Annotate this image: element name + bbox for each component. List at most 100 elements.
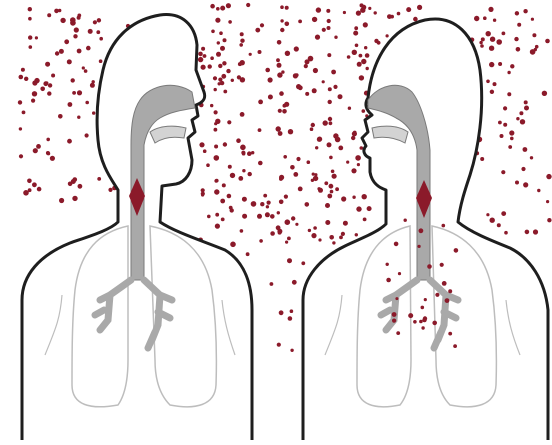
particle-dot [298, 20, 302, 24]
particle-dot [215, 18, 220, 23]
particle-dot [221, 74, 226, 79]
particle-dot [352, 131, 357, 136]
particle-dot [208, 64, 212, 68]
particle-dot [311, 179, 314, 182]
particle-dot [249, 53, 252, 56]
particle-dot [216, 52, 221, 57]
particle-dot [520, 119, 525, 124]
particle-dot [236, 138, 241, 143]
particle-dot [363, 218, 367, 222]
lung-particle-dot [404, 219, 407, 222]
particle-dot [265, 212, 270, 217]
particle-dot [325, 220, 330, 225]
particle-dot [51, 74, 55, 78]
particle-dot [295, 223, 298, 226]
lung-particle-dot [396, 331, 400, 335]
particle-dot [27, 179, 32, 184]
particle-dot [240, 229, 244, 233]
lung-particle-dot [448, 289, 452, 293]
particle-dot [355, 155, 361, 161]
particle-dot [72, 91, 76, 95]
particle-dot [417, 5, 422, 10]
particle-dot [327, 26, 331, 30]
particle-dot [480, 157, 484, 161]
particle-dot [266, 205, 269, 208]
particle-dot [240, 112, 245, 117]
particle-dot [59, 198, 64, 203]
particle-dot [327, 194, 332, 199]
particle-dot [330, 190, 334, 194]
particle-dot [328, 100, 332, 104]
particle-dot [535, 45, 539, 49]
particle-dot [479, 41, 482, 44]
particle-dot [34, 78, 39, 83]
particle-dot [223, 142, 227, 146]
particle-dot [242, 152, 246, 156]
particle-dot [328, 87, 332, 91]
lung-particle-dot [422, 318, 426, 322]
particle-dot [517, 23, 521, 27]
particle-dot [238, 176, 243, 181]
particle-dot [222, 61, 226, 65]
particle-dot [504, 231, 508, 235]
particle-dot [397, 12, 401, 16]
particle-dot [268, 95, 273, 100]
particle-dot [259, 239, 263, 243]
lung-particle-dot [435, 293, 439, 297]
lung-particle-dot [419, 320, 423, 324]
particle-dot [316, 7, 321, 12]
particle-dot [71, 78, 75, 82]
particle-dot [362, 194, 367, 199]
particle-dot [46, 138, 50, 142]
particle-dot [246, 3, 250, 7]
particle-dot [359, 75, 364, 80]
particle-dot [265, 68, 270, 73]
particle-dot [207, 215, 211, 219]
particle-dot [86, 46, 91, 51]
particle-dot [239, 43, 243, 47]
particle-dot [217, 41, 220, 44]
particle-dot [329, 184, 334, 189]
particle-dot [313, 68, 318, 73]
particle-dot [221, 218, 225, 222]
particle-dot [332, 241, 335, 244]
particle-dot [546, 174, 551, 179]
lung-particle-dot [421, 306, 425, 310]
particle-dot [55, 51, 59, 55]
particle-dot [278, 231, 282, 235]
particle-dot [227, 194, 232, 199]
particle-dot [354, 26, 358, 30]
particle-dot [257, 214, 262, 219]
particle-dot [214, 88, 217, 91]
particle-dot [198, 52, 203, 57]
particle-dot [523, 147, 528, 152]
particle-dot [288, 316, 293, 321]
particle-dot [21, 68, 25, 72]
particle-dot [90, 83, 95, 88]
particle-dot [298, 187, 303, 192]
particle-dot [343, 221, 348, 226]
particle-dot [73, 34, 77, 38]
particle-dot [58, 9, 61, 12]
lung-particle-dot [442, 224, 446, 228]
particle-dot [364, 46, 367, 49]
particle-dot [214, 155, 220, 161]
particle-dot [59, 49, 64, 54]
particle-dot [311, 233, 316, 238]
particle-dot [19, 127, 22, 130]
particle-dot [312, 88, 317, 93]
particle-dot [46, 151, 50, 155]
particle-dot [339, 236, 343, 240]
particle-dot [19, 154, 23, 158]
lung-particle-dot [427, 264, 432, 269]
particle-dot [277, 211, 280, 214]
particle-dot [285, 51, 290, 56]
particle-dot [218, 64, 222, 68]
particle-dot [341, 232, 345, 236]
particle-dot [277, 343, 281, 347]
particle-dot [510, 137, 514, 141]
particle-dot [519, 111, 523, 115]
particle-dot [199, 142, 204, 147]
